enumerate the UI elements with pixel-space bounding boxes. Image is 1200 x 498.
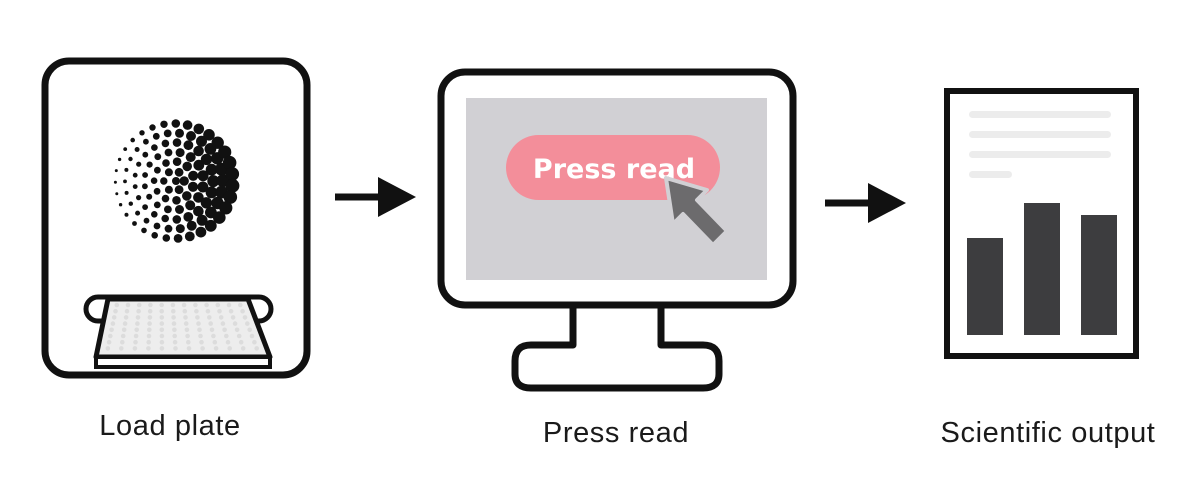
plate-wells (105, 302, 259, 351)
text-line (969, 131, 1111, 138)
step-caption-scientific-output: Scientific output (940, 417, 1156, 449)
step-caption-load-plate: Load plate (99, 410, 241, 442)
microplate-icon (83, 294, 274, 369)
step-caption-press-read: Press read (542, 417, 690, 449)
cursor-arrow-icon (664, 176, 729, 247)
plate-reader-icon (41, 57, 311, 379)
output-bar (1081, 215, 1117, 335)
arrow-right-icon (825, 183, 906, 223)
report-chart-icon (944, 88, 1139, 359)
arrow-right-icon (335, 177, 416, 217)
text-line (969, 111, 1111, 118)
output-bar (1024, 203, 1060, 335)
text-line (969, 171, 1012, 178)
text-line (969, 151, 1111, 158)
output-bar (967, 238, 1003, 335)
sample-dots-icon (113, 119, 240, 243)
computer-monitor-icon: Press read (437, 68, 797, 392)
